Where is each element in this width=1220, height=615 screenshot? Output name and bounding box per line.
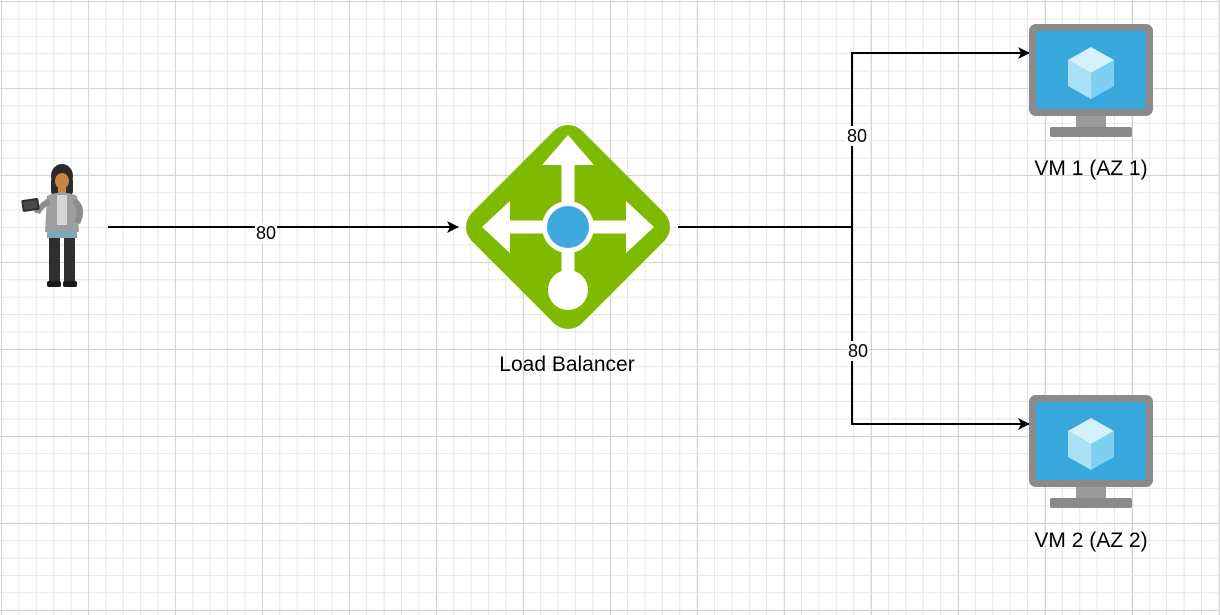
virtual-machine-icon[interactable] [1029, 24, 1153, 137]
edge-label-user-to-lb: 80 [254, 223, 278, 243]
edge-load-balancer-to-vm2[interactable] [851, 227, 1030, 430]
virtual-machine-icon[interactable] [1029, 395, 1153, 508]
edge-label-lb-to-vm1: 80 [845, 126, 869, 146]
user-with-tablet-icon[interactable] [21, 164, 84, 287]
edge-label-lb-to-vm2: 80 [846, 341, 870, 361]
load-balancer-label: Load Balancer [499, 353, 635, 376]
vm1-label: VM 1 (AZ 1) [1034, 157, 1148, 180]
load-balancer-icon[interactable] [458, 117, 679, 338]
vm2-label: VM 2 (AZ 2) [1034, 529, 1148, 552]
